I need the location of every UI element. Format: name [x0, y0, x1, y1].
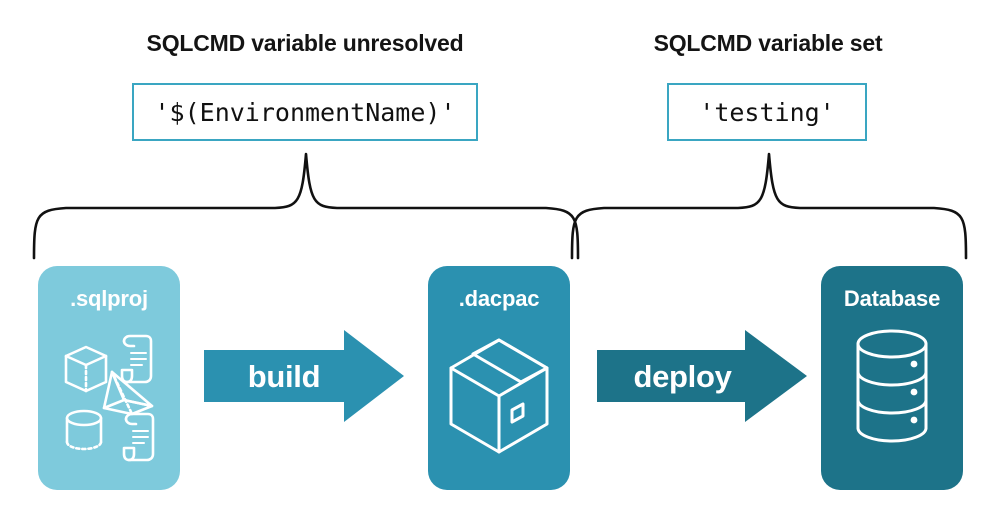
arrow-deploy-label: deploy	[633, 359, 732, 394]
section-heading-set: SQLCMD variable set	[653, 30, 883, 56]
arrow-build-label: build	[247, 359, 321, 394]
stage-card-database: Database	[821, 266, 963, 490]
stage-card-dacpac: .dacpac	[428, 266, 570, 490]
value-box-environment-name: '$(EnvironmentName)'	[132, 83, 478, 141]
database-cylinder-icon	[856, 329, 928, 443]
stage-card-sqlproj: .sqlproj	[38, 266, 180, 490]
stage-card-dacpac-label: .dacpac	[458, 286, 540, 311]
stage-card-database-label: Database	[843, 286, 941, 311]
package-box-icon	[449, 338, 549, 454]
section-heading-unresolved: SQLCMD variable unresolved	[146, 30, 464, 56]
sql-project-objects-icon	[64, 334, 155, 462]
stage-card-sqlproj-label: .sqlproj	[70, 286, 148, 311]
arrow-build-shape	[204, 330, 404, 422]
brace-right	[570, 152, 968, 260]
brace-left	[32, 152, 580, 260]
value-box-testing: 'testing'	[667, 83, 867, 141]
arrow-deploy: deploy	[597, 330, 807, 422]
arrow-build: build	[204, 330, 404, 422]
arrow-deploy-shape	[597, 330, 807, 422]
